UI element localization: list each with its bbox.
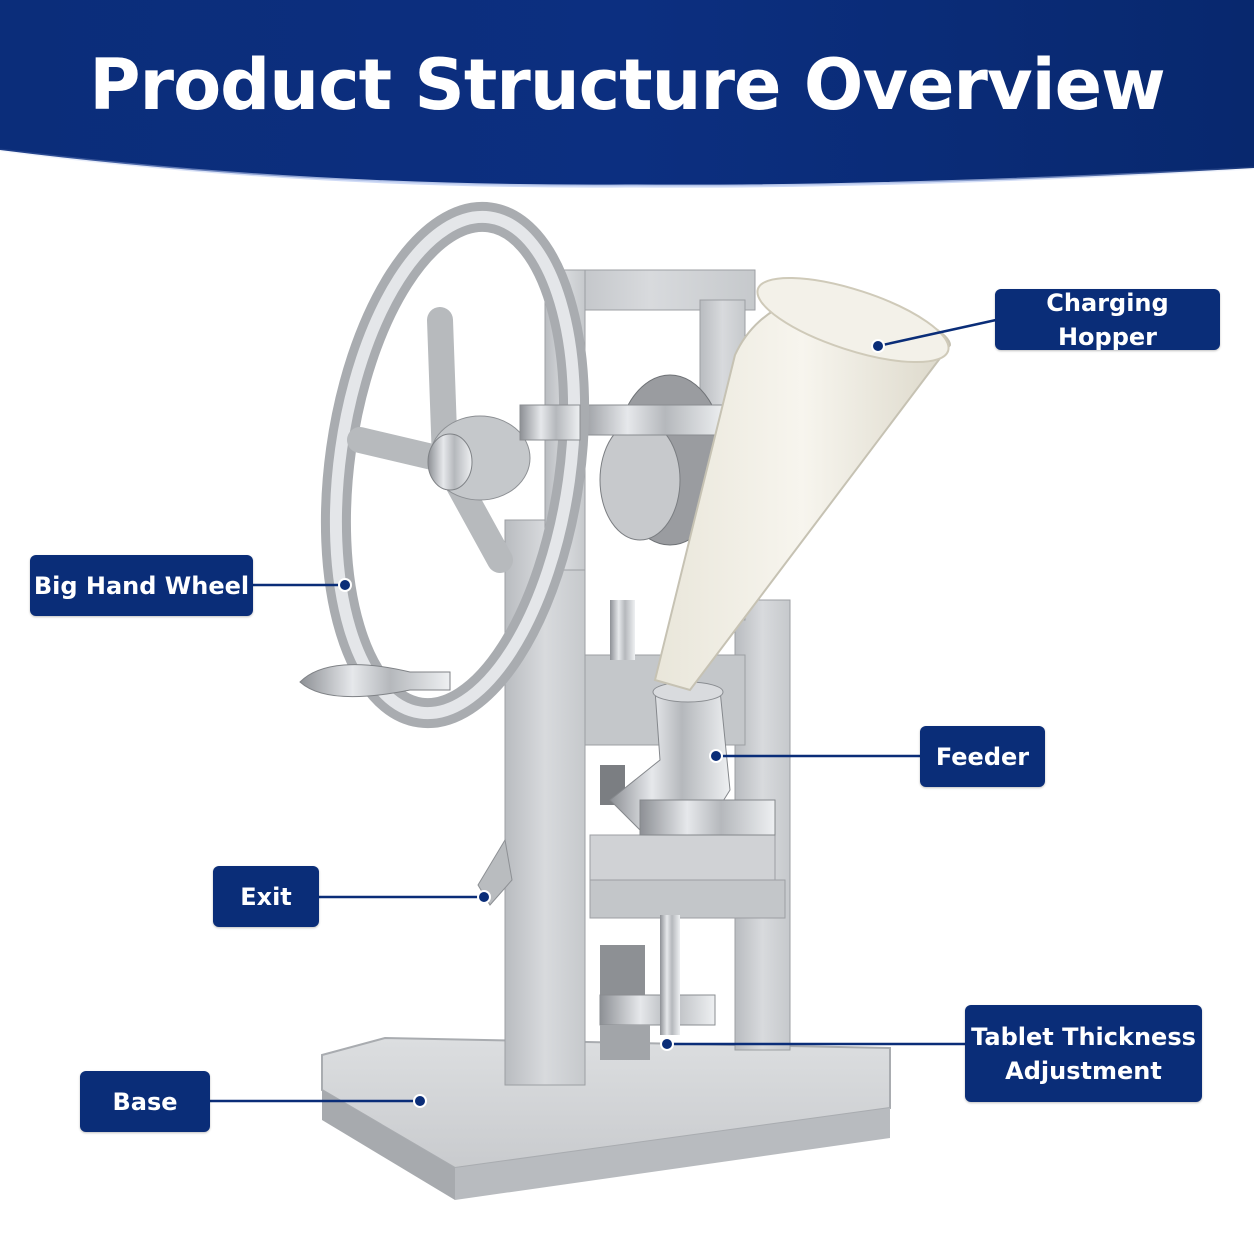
label-charging-hopper: Charging Hopper xyxy=(995,289,1220,351)
label-feeder: Feeder xyxy=(920,726,1045,787)
marker-base xyxy=(413,1094,427,1108)
label-big-hand-wheel: Big Hand Wheel xyxy=(30,555,253,616)
label-feeder-text: Feeder xyxy=(935,742,1030,771)
label-tablet-thickness-adjustment: Tablet Thickness Adjustment xyxy=(965,1005,1202,1102)
header-background xyxy=(0,0,1254,188)
label-tablet-thickness-line1: Tablet Thickness xyxy=(971,1022,1196,1051)
hand-wheel xyxy=(299,201,590,729)
label-exit: Exit xyxy=(213,866,319,927)
marker-exit xyxy=(477,890,491,904)
label-tablet-thickness-line2: Adjustment xyxy=(1005,1056,1162,1085)
label-big-hand-wheel-text: Big Hand Wheel xyxy=(33,571,250,600)
label-base: Base xyxy=(80,1071,210,1132)
base-plate xyxy=(321,1036,891,1200)
page-title: Product Structure Overview xyxy=(89,44,1165,126)
label-charging-hopper-text: Charging Hopper xyxy=(1046,288,1169,351)
marker-tablet-thickness-adjustment xyxy=(660,1037,674,1051)
label-exit-text: Exit xyxy=(240,882,292,911)
marker-feeder xyxy=(709,749,723,763)
marker-charging-hopper xyxy=(871,339,885,353)
leader-charging-hopper xyxy=(877,318,997,348)
header-banner: Product Structure Overview xyxy=(0,0,1254,195)
press-mechanism xyxy=(574,374,726,1060)
leader-lines xyxy=(210,318,997,1108)
feeder-part xyxy=(609,681,776,836)
marker-big-hand-wheel xyxy=(338,578,352,592)
label-base-text: Base xyxy=(112,1087,178,1116)
